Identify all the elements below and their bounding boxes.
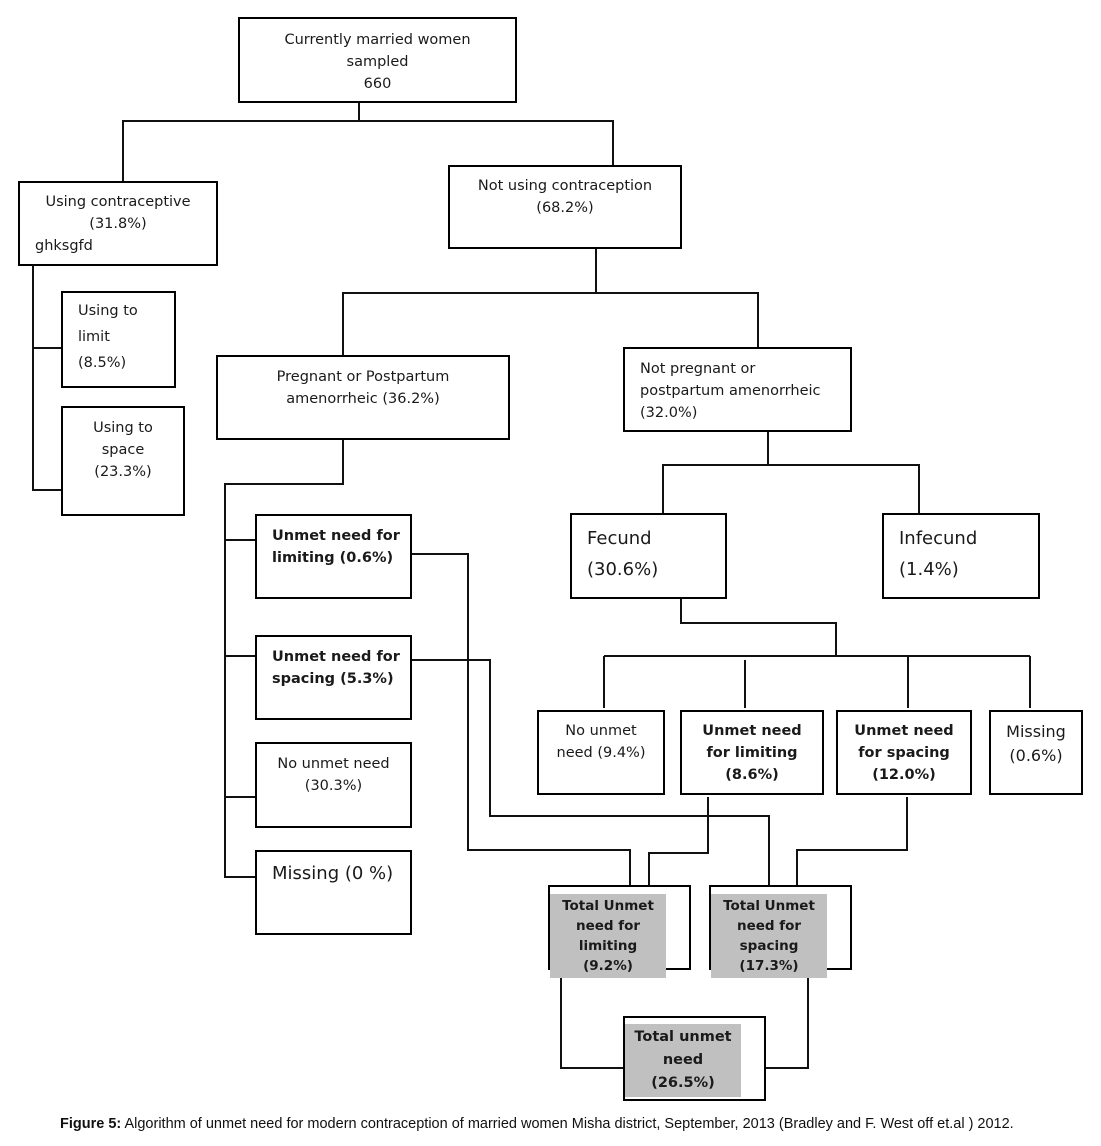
node-using-limit-label: Using to limit (8.5%) [78,303,138,371]
node-fec-no-unmet-label: No unmet need (9.4%) [556,723,646,761]
node-fec-missing-label: Missing (0.6%) [1006,722,1066,765]
figure-caption-label: Figure 5: [60,1116,122,1132]
node-preg-unmet-spacing-label: Unmet need for spacing (5.3%) [272,649,400,687]
connector-total-limit [560,974,624,1069]
connector-pregnant [224,438,344,878]
node-not-using: Not using contraception (68.2%) [448,165,682,249]
node-not-using-label: Not using contraception (68.2%) [477,178,653,216]
figure-caption: Figure 5: Algorithm of unmet need for mo… [60,1116,1014,1132]
node-using-contraceptive: Using contraceptive (31.8%) ghksgfd [18,181,218,266]
connector-fec-limit-total [648,797,709,886]
node-using-extra: ghksgfd [35,238,93,254]
connector-total-space [766,970,809,1069]
connector-using [32,264,62,491]
node-using-space-label: Using to space (23.3%) [93,420,153,480]
node-fecund: Fecund (30.6%) [570,513,727,599]
node-fec-no-unmet: No unmet need (9.4%) [537,710,665,795]
node-infecund: Infecund (1.4%) [882,513,1040,599]
node-using-label: Using contraceptive (31.8%) [45,194,191,232]
node-preg-missing-label: Missing (0 %) [272,863,394,884]
node-not-pregnant-label: Not pregnant or postpartum amenorrheic (… [640,361,821,421]
node-total-unmet-label: Total unmet need (26.5%) [625,1024,741,1097]
node-fecund-label: Fecund (30.6%) [587,528,659,580]
node-infecund-label: Infecund (1.4%) [899,528,978,580]
node-pregnant: Pregnant or Postpartum amenorrheic (36.2… [216,355,510,440]
node-total-spacing-label: Total Unmet need for spacing (17.3%) [711,894,827,978]
node-fec-unmet-limiting-label: Unmet need for limiting (8.6%) [702,723,802,783]
connector-fecund [603,597,1031,708]
node-fec-missing: Missing (0.6%) [989,710,1083,795]
node-fec-unmet-limiting: Unmet need for limiting (8.6%) [680,710,824,795]
connector-preg-limit-total [411,553,631,886]
node-total-limiting-label: Total Unmet need for limiting (9.2%) [550,894,666,978]
connector-root [122,102,614,181]
node-using-limit: Using to limit (8.5%) [61,291,176,388]
node-using-space: Using to space (23.3%) [61,406,185,516]
node-preg-no-unmet-label: No unmet need (30.3%) [277,756,390,794]
node-root-label: Currently married women sampled 660 [284,32,471,92]
node-fec-unmet-spacing-label: Unmet need for spacing (12.0%) [854,723,954,783]
node-pregnant-label: Pregnant or Postpartum amenorrheic (36.2… [276,369,450,407]
node-total-limiting: Total Unmet need for limiting (9.2%) [548,885,691,978]
node-total-spacing: Total Unmet need for spacing (17.3%) [709,885,852,978]
connector-fec-space-total [796,797,908,886]
node-total-unmet: Total unmet need (26.5%) [623,1016,766,1101]
node-preg-unmet-limiting: Unmet need for limiting (0.6%) [255,514,412,599]
connector-not-pregnant [662,430,920,515]
connector-not-using [342,248,759,357]
figure-caption-text: Algorithm of unmet need for modern contr… [121,1116,1014,1132]
node-fec-unmet-spacing: Unmet need for spacing (12.0%) [836,710,972,795]
node-preg-unmet-limiting-label: Unmet need for limiting (0.6%) [272,528,400,566]
node-not-pregnant: Not pregnant or postpartum amenorrheic (… [623,347,852,432]
node-root: Currently married women sampled 660 [238,17,517,103]
connector-preg-space-total [411,659,770,886]
node-preg-no-unmet: No unmet need (30.3%) [255,742,412,828]
node-preg-missing: Missing (0 %) [255,850,412,935]
node-preg-unmet-spacing: Unmet need for spacing (5.3%) [255,635,412,720]
